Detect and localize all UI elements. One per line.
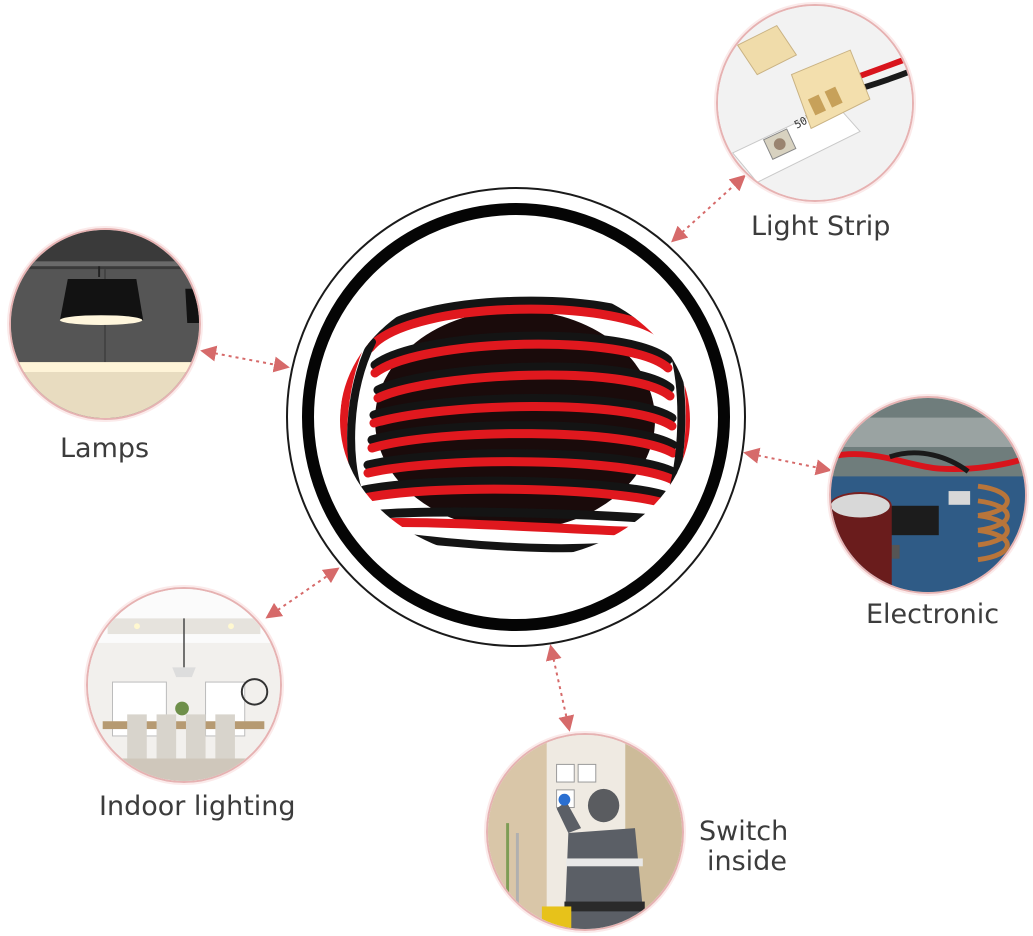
circuit-board-icon (831, 398, 1025, 592)
arrow-switch-inside (545, 644, 575, 732)
switch-inside-label-line1: Switch (699, 816, 789, 847)
indoor-lighting-label: Indoor lighting (99, 791, 296, 822)
light-strip-label: Light Strip (751, 211, 891, 242)
arrow-lamps (200, 345, 290, 373)
electronic-circle (829, 396, 1027, 594)
pendant-lamp-icon (11, 230, 199, 418)
arrow-electronic (743, 447, 832, 476)
electrician-icon (488, 735, 682, 929)
light-strip-circle: 5050 (716, 4, 914, 202)
lamps-label: Lamps (60, 433, 150, 464)
wire-coil-icon (340, 296, 690, 553)
indoor-lighting-circle (86, 587, 282, 783)
switch-inside-label: Switch inside (699, 817, 809, 877)
dining-room-icon (88, 589, 280, 781)
lamps-circle (9, 228, 201, 420)
led-strip-connector-icon: 5050 (718, 6, 912, 200)
arrow-indoor-lighting (265, 567, 340, 619)
switch-inside-circle (486, 733, 684, 931)
electronic-label: Electronic (866, 599, 1000, 630)
arrow-light-strip (671, 174, 746, 243)
switch-inside-label-line2: inside (707, 846, 787, 877)
